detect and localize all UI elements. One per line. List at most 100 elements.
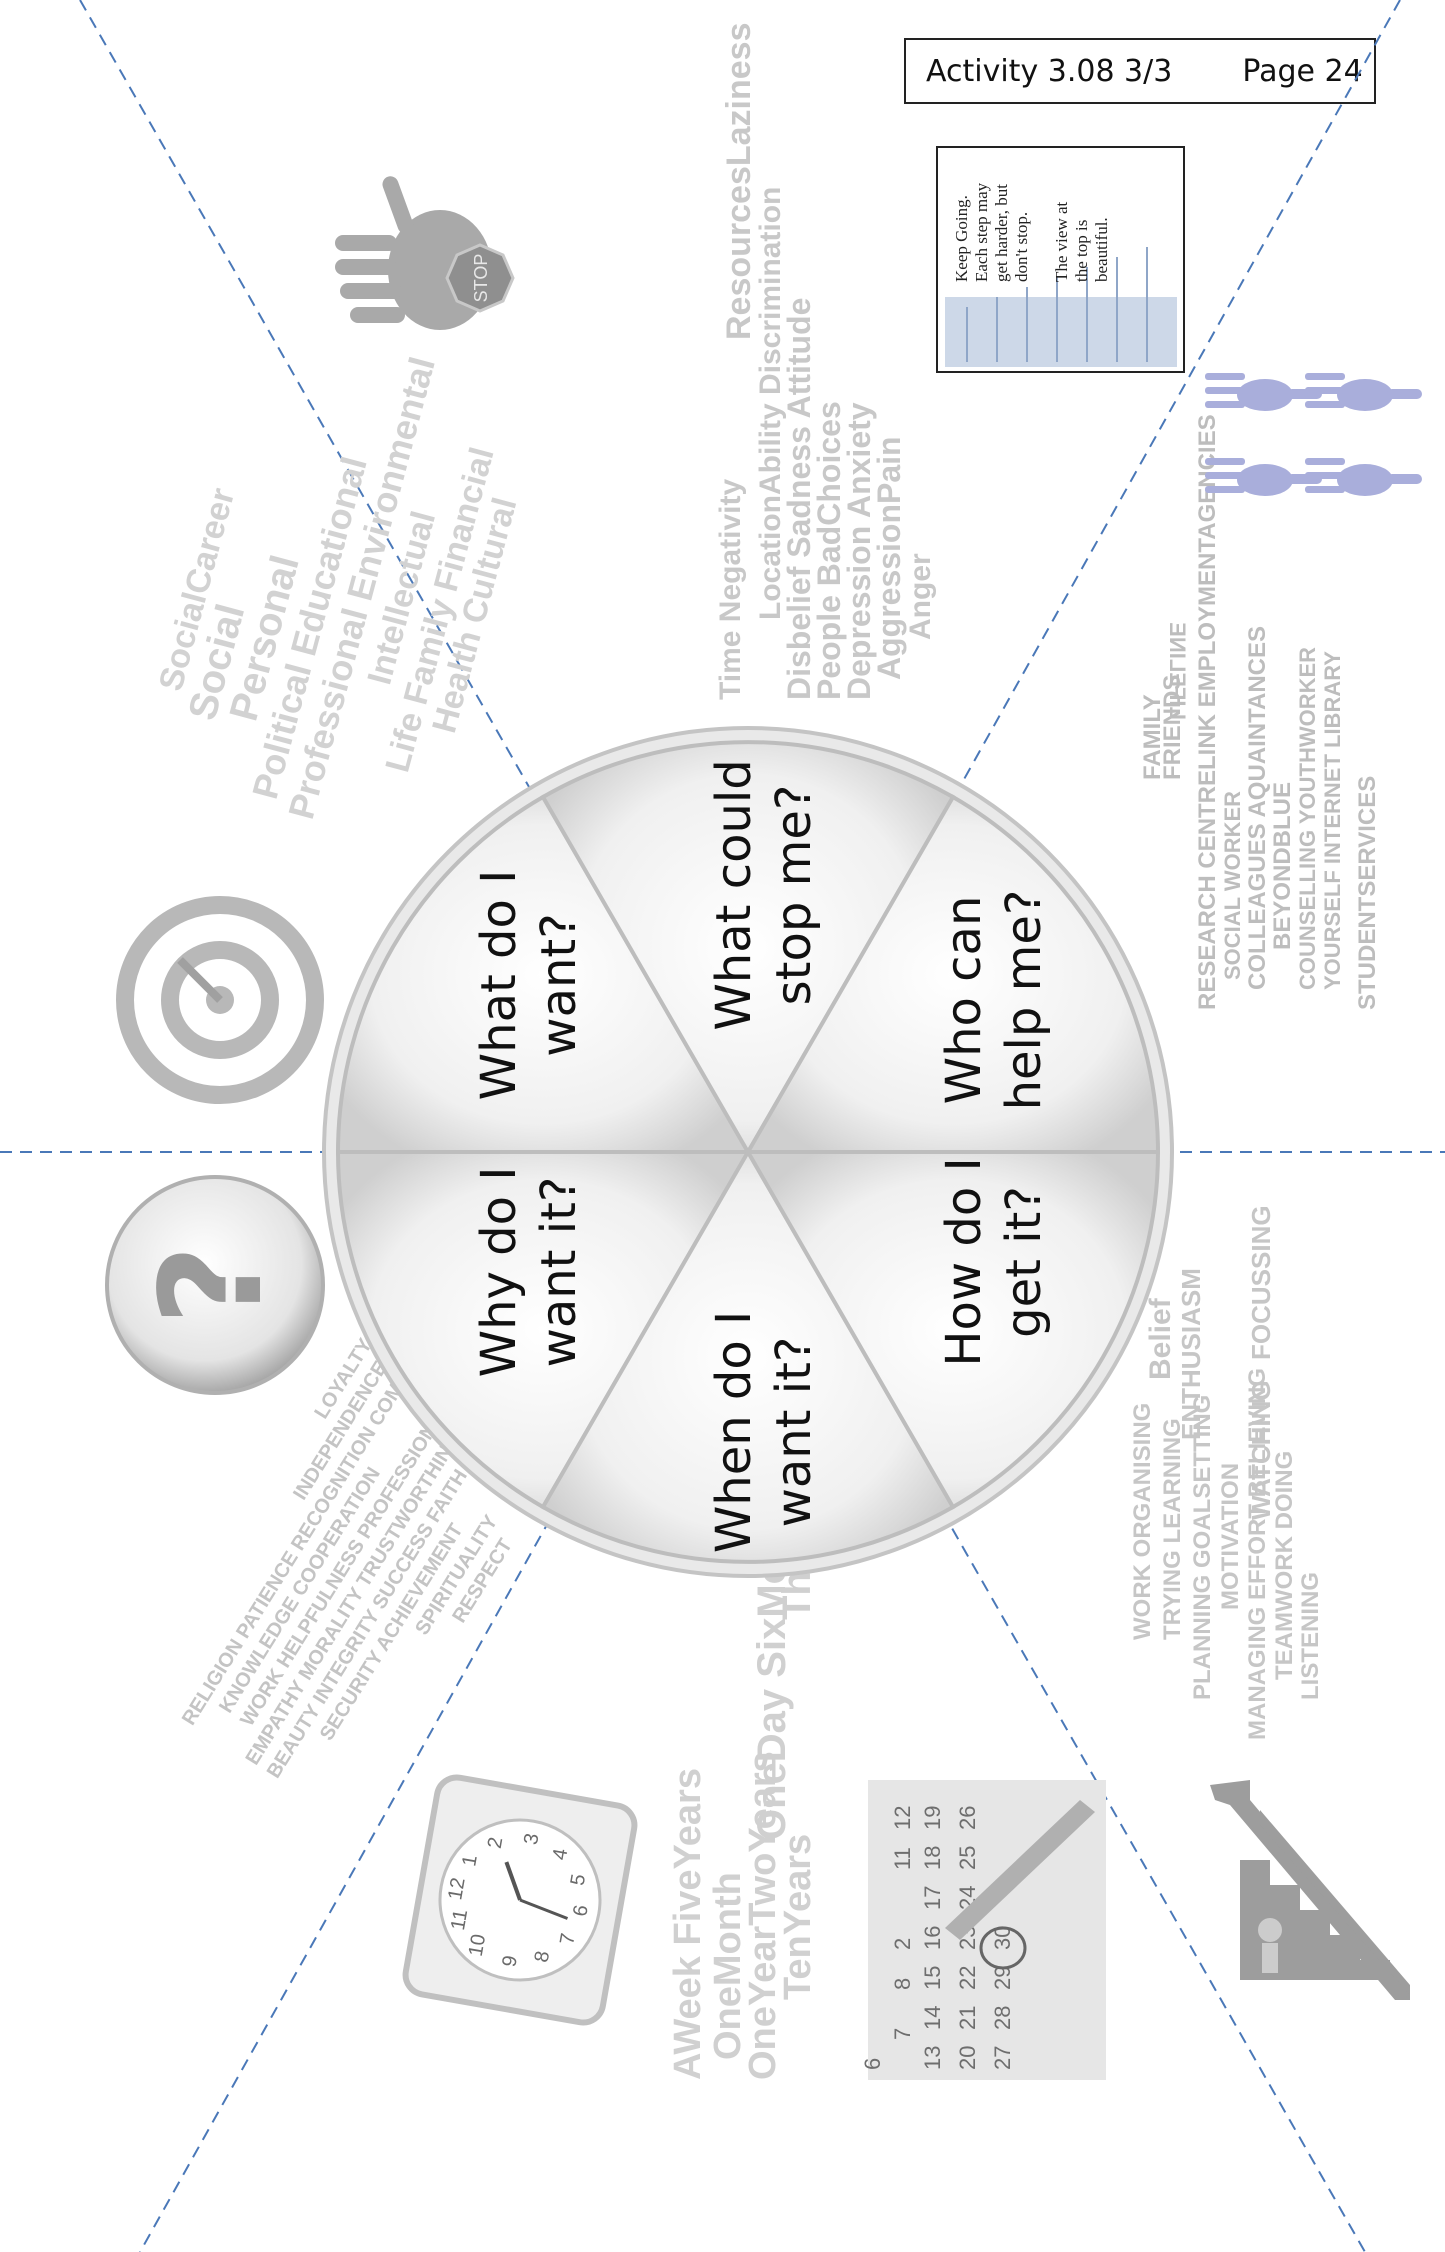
segment-label-when: When do I want it? — [706, 1311, 822, 1553]
calendar-number: 17 — [920, 1886, 945, 1910]
calendar-number: 8 — [890, 1978, 915, 1990]
obstacles-line: ResourcesLaziness — [720, 23, 758, 341]
clock-number: 1 — [458, 1853, 482, 1868]
helpers-line: FRIENDS — [1159, 675, 1186, 780]
segment-label-help: Who can help me? — [936, 890, 1052, 1111]
diagonal-divider-1 — [79, 0, 1366, 2252]
label-line: want it? — [766, 1337, 822, 1528]
helpers-word-cloud: LIFELINE FAMILY FRIENDS RESEARCH CENTREL… — [1139, 414, 1381, 1010]
question-mark-icon: ? — [105, 1175, 325, 1395]
calendar-number: 26 — [955, 1806, 980, 1830]
calendar-number: 22 — [955, 1966, 980, 1990]
helpers-line: FAMILY — [1139, 694, 1166, 780]
helpers-line: YOURSELF INTERNET LIBRARY — [1320, 651, 1345, 990]
helping-hands-icon — [1205, 373, 1422, 496]
obstacles-line: Depression Anxiety — [841, 402, 877, 700]
actions-line: FOCUSSING — [1246, 1205, 1276, 1360]
segment-stop[interactable] — [540, 740, 956, 1156]
label-line: stop me? — [766, 785, 822, 1006]
helpers-line: COUNSELLING YOUTHWORKER — [1295, 647, 1320, 990]
quote-line: get harder, but — [992, 184, 1011, 282]
clock-number: 4 — [549, 1847, 573, 1862]
actions-word-cloud: FOCUSSING Belief ENTHUSIASM WATCHING WOR… — [1129, 1205, 1324, 1740]
clock-number: 8 — [531, 1949, 555, 1964]
actions-line: PLANNING GOALSETTING — [1189, 1395, 1216, 1700]
clock-number: 10 — [465, 1932, 491, 1958]
calendar-number: 12 — [890, 1806, 915, 1830]
obstacles-line: Anger — [904, 553, 937, 640]
calendar-number: 25 — [955, 1846, 980, 1870]
calendar-number: 21 — [955, 2006, 980, 2030]
stop-hand-icon: STOP — [335, 176, 515, 330]
quote-line: Each step may — [972, 182, 991, 282]
obstacles-word-cloud: ResourcesLaziness LocationAbility Discri… — [714, 23, 937, 701]
actions-line: TRYING LEARNING — [1159, 1418, 1186, 1640]
obstacles-line: Disbelief Sadness Attitude — [781, 298, 817, 700]
segment-want[interactable] — [335, 794, 752, 1154]
calendar-number: 11 — [890, 1847, 915, 1870]
timeframes-line: OneMonth — [707, 1872, 749, 2060]
segment-label-how: How do I get it? — [936, 1157, 1052, 1366]
calendar-number: 27 — [990, 2046, 1015, 2070]
label-line: Why do I — [471, 1167, 527, 1378]
svg-text:?: ? — [131, 1244, 294, 1325]
calendar-number: 15 — [920, 1966, 945, 1990]
label-line: get it? — [996, 1186, 1052, 1338]
label-line: How do I — [936, 1157, 992, 1366]
label-line: want it? — [531, 1177, 587, 1368]
calendar-number: 14 — [920, 2006, 945, 2030]
quote-line: the top is — [1072, 220, 1091, 282]
clock-number: 12 — [444, 1876, 470, 1902]
actions-line: WORK ORGANISING — [1129, 1403, 1156, 1640]
actions-line: MANAGING EFFORT BELIEVING — [1244, 1368, 1271, 1740]
calendar-number: 13 — [920, 2046, 945, 2070]
calendar-number: 20 — [955, 2046, 980, 2070]
calendar-number: 16 — [920, 1926, 945, 1950]
obstacles-line: Time Negativity — [714, 478, 747, 700]
helpers-line: COLLEAGUES AQUAINTANCES — [1244, 626, 1271, 990]
clock-number: 11 — [447, 1908, 472, 1932]
clock-icon: 12 1 2 3 4 5 6 7 8 9 10 11 — [402, 1774, 638, 2026]
calendar-number: 6 — [860, 2058, 885, 2070]
quote-line: beautiful. — [1092, 217, 1111, 282]
obstacles-line: People BadChoices — [811, 401, 847, 700]
clock-number: 3 — [520, 1832, 544, 1847]
actions-line: LISTENING — [1297, 1572, 1324, 1700]
calendar-number: 7 — [890, 2028, 915, 2040]
stop-sign-text: STOP — [471, 254, 491, 303]
calendar-number: 18 — [920, 1846, 945, 1870]
quote-card: Keep Going. Each step may get harder, bu… — [936, 146, 1185, 373]
segment-why[interactable] — [335, 1150, 752, 1510]
actions-line: TEAMWORK DOING — [1271, 1451, 1298, 1680]
segment-when[interactable] — [540, 1148, 956, 1564]
clock-number: 2 — [484, 1835, 508, 1850]
segment-label-stop: What could stop me? — [706, 759, 822, 1030]
helpers-line: LIFELINE — [1165, 622, 1190, 720]
segment-how[interactable] — [744, 1150, 1161, 1510]
label-line: What could — [706, 759, 762, 1030]
target-icon — [116, 896, 324, 1104]
calendar-number: 19 — [920, 1806, 945, 1830]
label-line: want? — [531, 913, 587, 1056]
segment-label-why: Why do I want it? — [471, 1167, 587, 1378]
wheel-segments — [335, 740, 1161, 1564]
calendar-number: 29 — [990, 1966, 1015, 1990]
actions-line: ENTHUSIASM — [1176, 1268, 1206, 1440]
timeframes-line: TenYears — [777, 1834, 819, 2000]
actions-line: MOTIVATION — [1217, 1463, 1244, 1610]
actions-line: Belief — [1144, 1297, 1177, 1380]
clock-number: 7 — [556, 1932, 580, 1947]
actions-line: WATCHING — [1246, 1380, 1276, 1520]
calendar-number: 28 — [990, 2006, 1015, 2030]
clock-number: 5 — [567, 1872, 591, 1887]
segment-help[interactable] — [744, 794, 1161, 1154]
clock-number: 6 — [569, 1903, 593, 1918]
quote-line: The view at — [1052, 201, 1071, 282]
goals-word-cloud: SocialCareer Social Personal Political E… — [152, 353, 525, 824]
activity-header-box: Activity 3.08 3/3 Page 24 — [904, 38, 1376, 104]
calendar-icon: 2 6 7 8 13 14 15 16 17 18 19 20 21 22 23… — [860, 1780, 1106, 2080]
helpers-line: RESEARCH CENTRELINK EMPLOYMENTAGENCIES — [1194, 414, 1221, 1010]
calendar-number: 2 — [890, 1938, 915, 1950]
quote-line: don't stop. — [1012, 212, 1031, 282]
timeframes-line: OneYearTwoYears — [742, 1751, 784, 2080]
